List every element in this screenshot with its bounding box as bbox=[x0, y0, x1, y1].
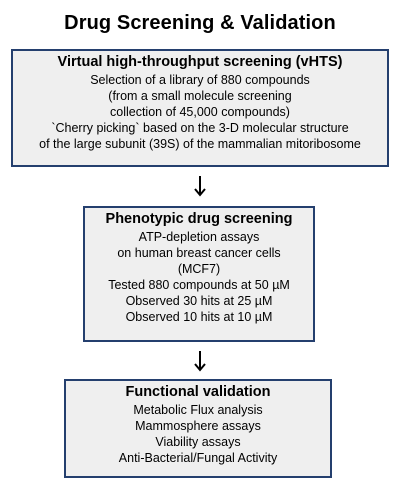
phenotypic-line-1: ATP-depletion assays bbox=[138, 230, 260, 244]
vhts-box: Virtual high-throughput screening (vHTS)… bbox=[11, 49, 389, 167]
functional-line-2: Mammosphere assays bbox=[135, 419, 261, 433]
vhts-line-5: of the large subunit (39S) of the mammal… bbox=[39, 137, 361, 151]
vhts-line-3: collection of 45,000 compounds) bbox=[110, 105, 290, 119]
page-title: Drug Screening & Validation bbox=[64, 12, 336, 34]
functional-heading: Functional validation bbox=[125, 384, 271, 400]
vhts-heading: Virtual high-throughput screening (vHTS) bbox=[57, 54, 343, 70]
phenotypic-heading: Phenotypic drug screening bbox=[105, 211, 293, 227]
functional-line-1: Metabolic Flux analysis bbox=[133, 403, 263, 417]
phenotypic-line-2: on human breast cancer cells bbox=[117, 246, 281, 260]
functional-validation-box: Functional validation Metabolic Flux ana… bbox=[64, 379, 332, 478]
phenotypic-line-6: Observed 10 hits at 10 µM bbox=[125, 310, 273, 324]
functional-line-4: Anti-Bacterial/Fungal Activity bbox=[118, 451, 278, 465]
vhts-line-1: Selection of a library of 880 compounds bbox=[90, 73, 310, 87]
down-arrow-icon bbox=[194, 176, 206, 197]
phenotypic-line-3: (MCF7) bbox=[177, 262, 221, 276]
functional-line-3: Viability assays bbox=[155, 435, 241, 449]
vhts-line-4: `Cherry picking` based on the 3-D molecu… bbox=[51, 121, 349, 135]
phenotypic-line-5: Observed 30 hits at 25 µM bbox=[125, 294, 273, 308]
vhts-line-2: (from a small molecule screening bbox=[108, 89, 292, 103]
phenotypic-line-4: Tested 880 compounds at 50 µM bbox=[108, 278, 290, 292]
down-arrow-icon bbox=[194, 351, 206, 372]
phenotypic-screening-box: Phenotypic drug screening ATP-depletion … bbox=[83, 206, 315, 342]
